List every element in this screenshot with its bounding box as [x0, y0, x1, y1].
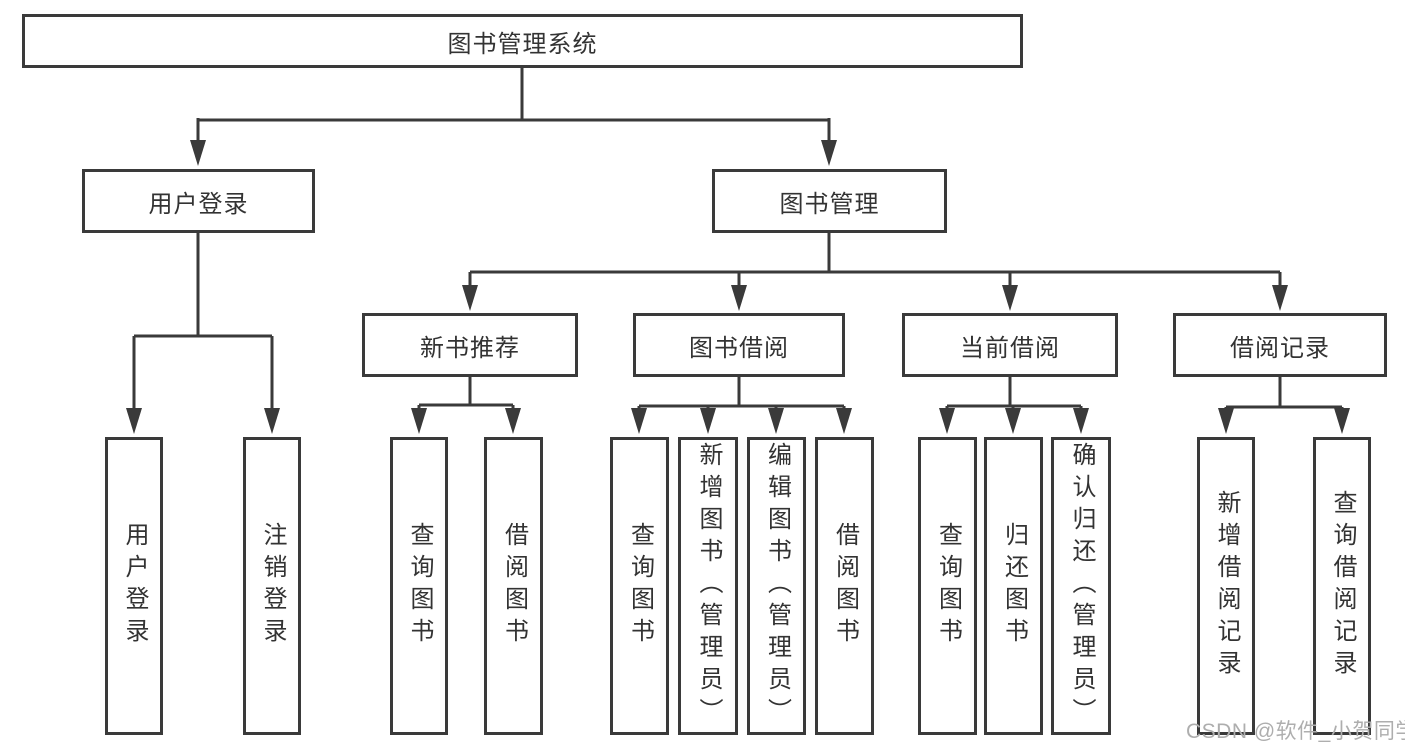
leaf-logout: 注销登录 [243, 437, 301, 735]
connector-line [417, 377, 515, 410]
arrowhead-icon [631, 408, 647, 434]
leaf-confirm-return-admin: 确认归还（管理员） [1051, 437, 1111, 735]
arrowhead-icon [1334, 408, 1350, 434]
node-label: 用户登录 [148, 190, 249, 218]
node-label: 查询图书 [626, 522, 654, 650]
arrowhead-icon [939, 408, 955, 434]
node-label: 借阅图书 [831, 522, 859, 650]
leaf-borrow-books-borrowing: 借阅图书 [815, 437, 874, 735]
connector-line [132, 233, 274, 410]
arrowhead-icon [731, 285, 747, 311]
csdn-watermark: CSDN @软件_小贺同学 [1186, 720, 1405, 743]
arrowhead-icon [1272, 285, 1288, 311]
node-new-book-recommendation: 新书推荐 [362, 313, 578, 377]
edge-book-borrowing-to-leaves [631, 377, 852, 434]
node-label: 图书管理系统 [447, 30, 598, 58]
node-user-login: 用户登录 [82, 169, 315, 233]
arrowhead-icon [126, 408, 142, 434]
node-book-management: 图书管理 [712, 169, 947, 233]
node-label: 用户登录 [121, 522, 148, 650]
leaf-query-books-current: 查询图书 [918, 437, 977, 735]
arrowhead-icon [836, 408, 852, 434]
node-label: 确认归还（管理员） [1068, 442, 1095, 730]
arrowhead-icon [190, 140, 206, 166]
node-label: 当前借阅 [960, 334, 1060, 362]
leaf-query-books-new: 查询图书 [390, 437, 448, 735]
arrowhead-icon [821, 140, 837, 166]
connector-line [196, 68, 831, 142]
leaf-add-borrow-record: 新增借阅记录 [1197, 437, 1255, 735]
edge-book-management-to-level3 [462, 233, 1288, 311]
node-label: 图书管理 [779, 190, 880, 218]
arrowhead-icon [1073, 408, 1089, 434]
node-label: 查询借阅记录 [1329, 490, 1356, 682]
node-label: 查询图书 [406, 522, 433, 650]
node-label: 注销登录 [259, 522, 286, 650]
connector-line [637, 377, 846, 410]
node-current-borrowing: 当前借阅 [902, 313, 1118, 377]
node-label: 新书推荐 [420, 334, 520, 362]
connector-line [945, 377, 1083, 410]
edge-root-to-level2 [190, 68, 837, 166]
node-label: 查询图书 [934, 522, 962, 650]
node-label: 新增图书（管理员） [695, 442, 722, 730]
arrowhead-icon [1005, 408, 1021, 434]
leaf-query-borrow-record: 查询借阅记录 [1313, 437, 1371, 735]
node-label: 借阅记录 [1230, 334, 1330, 362]
arrowhead-icon [411, 408, 427, 434]
arrowhead-icon [768, 408, 784, 434]
node-borrow-records: 借阅记录 [1173, 313, 1387, 377]
leaf-query-books-borrowing: 查询图书 [610, 437, 669, 735]
node-label: 借阅图书 [500, 522, 528, 650]
connector-line [1224, 377, 1344, 410]
arrowhead-icon [1002, 285, 1018, 311]
leaf-edit-book-admin: 编辑图书（管理员） [747, 437, 806, 735]
arrowhead-icon [264, 408, 280, 434]
leaf-add-book-admin: 新增图书（管理员） [678, 437, 738, 735]
arrowhead-icon [505, 408, 521, 434]
node-label: 归还图书 [1000, 522, 1028, 650]
leaf-borrow-books-new: 借阅图书 [484, 437, 543, 735]
leaf-return-book: 归还图书 [984, 437, 1043, 735]
edge-borrow-records-to-leaves [1218, 377, 1350, 434]
leaf-user-login: 用户登录 [105, 437, 163, 735]
arrowhead-icon [462, 285, 478, 311]
arrowhead-icon [700, 408, 716, 434]
node-label: 新增借阅记录 [1213, 490, 1240, 682]
node-book-borrowing: 图书借阅 [633, 313, 845, 377]
connector-line [468, 233, 1282, 287]
edge-new-books-to-leaves [411, 377, 521, 434]
node-label: 图书借阅 [689, 334, 789, 362]
node-label: 编辑图书（管理员） [763, 442, 791, 730]
arrowhead-icon [1218, 408, 1234, 434]
node-library-management-system: 图书管理系统 [22, 14, 1023, 68]
edge-current-borrowing-to-leaves [939, 377, 1089, 434]
edge-user-login-to-leaves [126, 233, 280, 434]
